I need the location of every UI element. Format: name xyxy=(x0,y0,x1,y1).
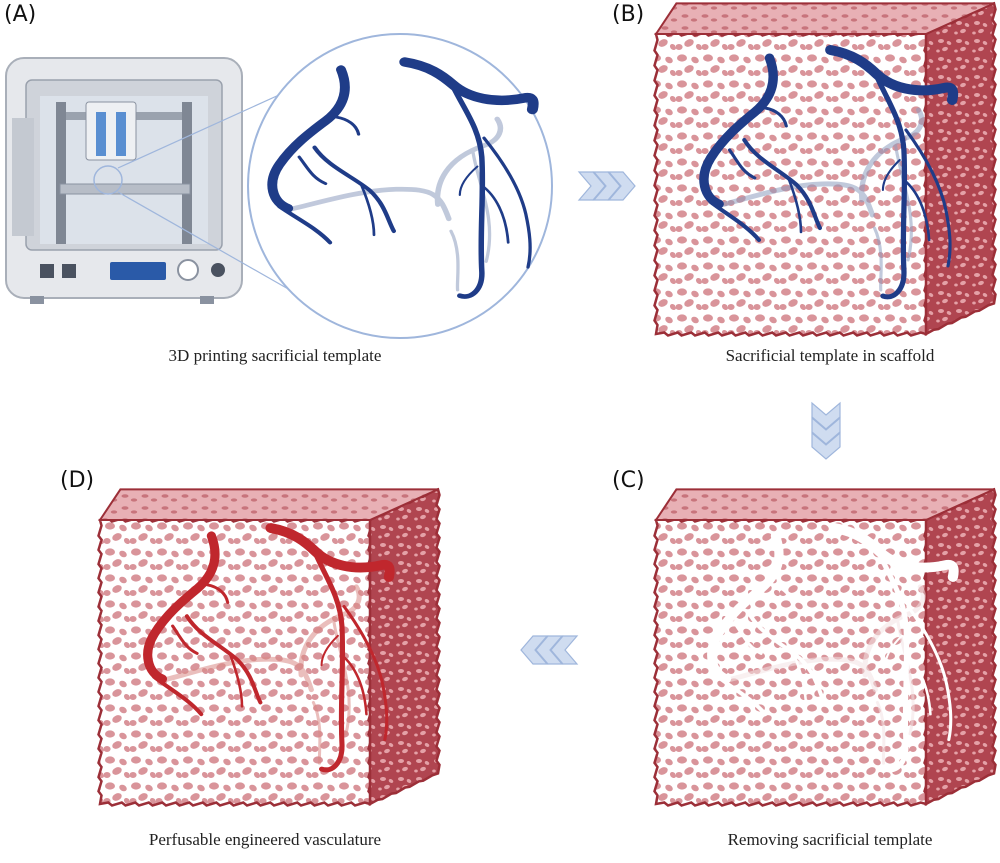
panel-b-scaffold-side xyxy=(924,1,997,337)
chevron-left-arrow-chevron-1 xyxy=(550,635,579,665)
printer-port-2 xyxy=(62,264,76,278)
chevron-down-arrow-chevron-2 xyxy=(811,416,841,445)
panel-b-scaffold-top xyxy=(654,2,995,35)
syringe-left xyxy=(96,112,106,156)
panel-c-scaffold xyxy=(653,487,997,807)
panel-a-label: (A) xyxy=(4,2,37,27)
panel-c xyxy=(653,487,997,807)
panel-c-label: (C) xyxy=(612,468,645,493)
panel-b-vessel-network xyxy=(699,45,959,300)
panel-d-vessel-network xyxy=(143,523,395,773)
panel-d-vessels xyxy=(143,523,395,773)
panel-b xyxy=(653,1,997,337)
printer-button xyxy=(211,263,225,277)
printer-knob xyxy=(177,259,199,281)
3d-printer-icon xyxy=(5,57,243,304)
chevron-right-arrow-chevron-1 xyxy=(577,171,606,201)
panel-c-caption: Removing sacrificial template xyxy=(727,830,933,849)
panel-b-vessels xyxy=(699,45,959,300)
panel-a-caption: 3D printing sacrificial template xyxy=(168,346,382,365)
panel-d-label: (D) xyxy=(60,468,95,493)
panel-d xyxy=(97,487,441,807)
zoom-line-bottom xyxy=(117,191,291,291)
panel-b-caption: Sacrificial template in scaffold xyxy=(725,346,935,365)
zoom-line-top xyxy=(117,89,291,169)
chevron-left-arrow xyxy=(520,635,579,665)
syringe-right xyxy=(116,112,126,156)
panel-d-scaffold-top xyxy=(98,488,439,521)
chevron-left-arrow-chevron-3 xyxy=(520,635,549,665)
printer-port-1 xyxy=(40,264,54,278)
chevron-down-arrow-chevron-1 xyxy=(811,401,841,430)
printer-rail-left xyxy=(56,102,66,244)
chevron-down-arrow-chevron-3 xyxy=(811,431,841,460)
panel-a xyxy=(5,33,553,339)
process-arrows xyxy=(520,171,841,665)
printer-side-panel xyxy=(12,118,34,236)
chevron-down-arrow xyxy=(811,401,841,460)
print-bed xyxy=(59,183,191,195)
panel-d-caption: Perfusable engineered vasculature xyxy=(148,830,382,849)
printer-foot-right xyxy=(200,296,214,304)
panel-c-scaffold-top xyxy=(654,488,995,521)
panel-c-vessels xyxy=(707,523,959,773)
zoom-source-circle xyxy=(93,165,123,195)
panel-c-scaffold-side xyxy=(924,487,997,807)
chevron-left-arrow-chevron-2 xyxy=(535,635,564,665)
panel-c-vessel-network xyxy=(707,523,959,773)
panel-a-vessels xyxy=(267,57,539,299)
printer-display xyxy=(110,262,166,280)
printer-rail-right xyxy=(182,102,192,244)
panel-b-label: (B) xyxy=(612,2,645,27)
panel-a-vessel-network xyxy=(267,57,539,299)
printer-foot-left xyxy=(30,296,44,304)
panel-d-scaffold-side xyxy=(368,487,441,807)
chevron-right-arrow xyxy=(577,171,636,201)
magnified-view xyxy=(247,33,553,339)
printhead xyxy=(85,101,137,161)
chevron-right-arrow-chevron-3 xyxy=(607,171,636,201)
chevron-right-arrow-chevron-2 xyxy=(592,171,621,201)
